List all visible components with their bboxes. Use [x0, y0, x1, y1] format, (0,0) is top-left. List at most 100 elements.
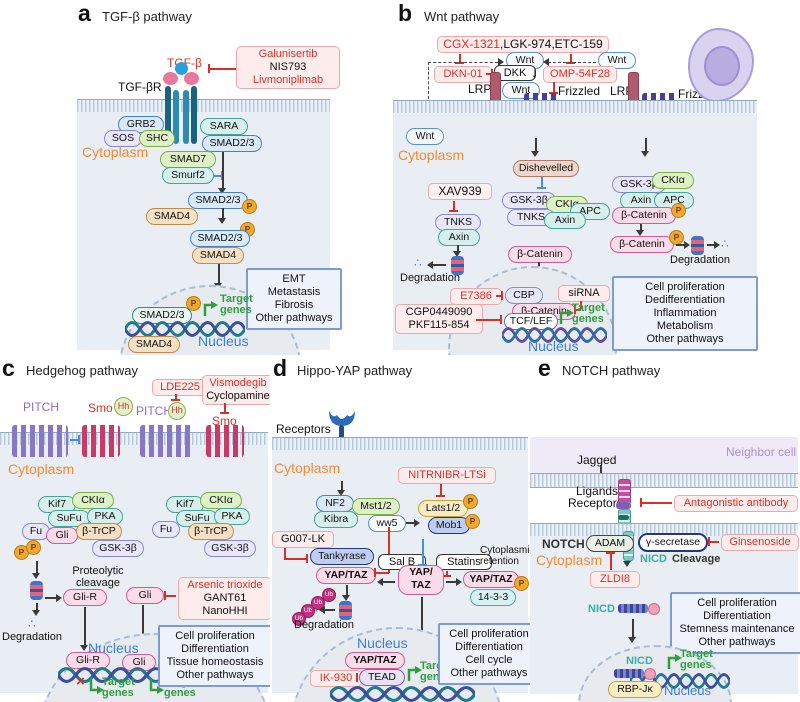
receptors-label: Receptors: [276, 422, 331, 436]
cleavage-label: Cleavage: [672, 553, 721, 565]
arrow-line: [346, 585, 348, 596]
proteasome-icon: [691, 236, 704, 255]
inhibit-cap: [442, 575, 451, 577]
ligand-receptor-junction-icon: [616, 502, 631, 509]
drug-galunisertib: Galunisertib: [258, 48, 318, 60]
protein-fu: Fu: [152, 521, 180, 538]
inhibit-line: [376, 572, 389, 574]
protein-14-3-3: 14-3-3: [470, 589, 516, 606]
drug-nis793: NIS793: [269, 61, 307, 73]
tgfbr-bar-icon: [173, 90, 179, 144]
smo-receptor-icon: [82, 425, 120, 457]
protein-smurf2: Smurf2: [162, 167, 214, 184]
wnt-ligand: Wnt: [506, 52, 544, 69]
lrp-label: LRP: [468, 82, 492, 96]
notch-cleavage-site-icon: [618, 515, 629, 520]
panel-title: TGF-β pathway: [102, 9, 192, 24]
arrowhead: [80, 645, 88, 651]
nicd-label: NICD: [626, 655, 653, 667]
gene-arrow-icon: [559, 309, 574, 324]
protein-gsk3b: GSK-3β: [204, 540, 256, 557]
protein-mst12: Mst1/2: [352, 498, 400, 515]
arrow-line: [218, 264, 220, 284]
arrowhead: [498, 58, 504, 66]
ubiquitin-icon: Ub: [292, 612, 306, 626]
panel-a-tgfb: a TGF-β pathway Galunisertib NIS793 Livm…: [70, 0, 350, 355]
arrowhead: [453, 251, 461, 257]
arrow-line: [36, 603, 38, 612]
outcome: Metastasis: [267, 286, 321, 298]
arrow-line: [421, 597, 423, 643]
arrowhead: [319, 606, 325, 614]
inhibit-line: [486, 73, 492, 75]
outcome: Other pathways: [646, 333, 724, 345]
gene-arrow-icon: [667, 654, 682, 669]
protein-btrcp: β-TrCP: [76, 523, 122, 540]
jagged-label: Jagged: [577, 453, 617, 467]
protein-gli: Gli: [122, 654, 156, 671]
outcome: Differentiation: [455, 641, 523, 653]
inhibit-cap: [449, 210, 458, 212]
frizzled-label: Frizzled: [558, 84, 601, 98]
inhibit-cap: [164, 591, 166, 600]
tgfbr-bar-icon: [191, 86, 197, 144]
arrow-line: [632, 619, 634, 639]
inhibit-line: [422, 539, 424, 564]
inhibit-line: [70, 439, 78, 441]
protein-yaptaz-center: YAP/TAZ: [398, 565, 444, 595]
panel-c-hedgehog: c Hedgehog pathway LDE225 Vismodegib Cyc…: [0, 355, 270, 702]
arrowhead: [342, 595, 350, 601]
arrowhead: [641, 151, 649, 157]
inhibit-line: [210, 68, 236, 70]
protein-dishevelled: Dishevelled: [513, 160, 579, 177]
phospho-badge: P: [242, 199, 257, 214]
protein-yaptaz: YAP/TAZ: [316, 567, 376, 584]
protein-gli: Gli: [126, 587, 164, 604]
arrow-line: [432, 264, 446, 266]
degradation-icon: ∴: [28, 617, 36, 631]
panel-letter: c: [2, 355, 15, 381]
protein-ckia: CKIα: [72, 492, 114, 509]
inhibit-cap: [220, 412, 229, 414]
arrow-line: [222, 208, 224, 220]
outcome-box: Cell proliferation Dedifferentiation Inf…: [612, 276, 758, 351]
nicd-label: NICD: [640, 553, 667, 565]
inhibit-line: [476, 319, 500, 321]
protein-smad4: SMAD4: [146, 208, 198, 225]
arrow-line: [222, 152, 224, 190]
gene-arrow-icon: [407, 666, 422, 681]
inhibit-cap: [374, 568, 376, 577]
cytoplasm-label: Cytoplasm: [536, 552, 603, 568]
outcome: Cell cycle: [465, 654, 513, 666]
panel-title: Hedgehog pathway: [26, 363, 139, 378]
outcome: Other pathways: [255, 312, 333, 324]
inhibit-line: [459, 54, 461, 62]
outcome: Differentiation: [181, 643, 249, 655]
outcome: Metabolism: [656, 320, 714, 332]
arrow-line: [324, 609, 335, 611]
protein-gli: Gli: [46, 527, 78, 544]
cell-nucleus-icon: [704, 46, 740, 86]
drug-xav939: XAV939: [428, 183, 492, 200]
cytoplasm-label: Cytoplasm: [398, 147, 465, 163]
drug-statins: Statins: [436, 554, 492, 570]
degradation-icon: ∴: [721, 237, 729, 251]
protein-axin: Axin: [438, 229, 480, 246]
protein-pka: PKA: [87, 508, 123, 525]
arrowhead: [531, 151, 539, 157]
dashed-line: [548, 62, 596, 63]
drug-nitrnibr-ltsi: NITRNIBR-LTSi: [398, 467, 496, 484]
hh-ligand: Hh: [168, 402, 186, 420]
inhibit-line: [580, 301, 582, 309]
pitch-receptor-icon: [12, 425, 68, 457]
outcome: Other pathways: [176, 669, 254, 681]
panel-letter: e: [538, 355, 551, 381]
protein-gsk3b: GSK-3β: [502, 192, 556, 209]
gene-arrow-icon: [203, 301, 218, 316]
yap-line2: TAZ: [411, 579, 431, 591]
panel-title: Hippo-YAP pathway: [297, 363, 413, 378]
receptor-cup-icon: [329, 411, 355, 426]
drug-box: CGX-1321,LGK-974,ETC-159: [437, 36, 609, 53]
nicd-icon: [614, 669, 644, 678]
gene-arrow-icon: [89, 679, 104, 694]
